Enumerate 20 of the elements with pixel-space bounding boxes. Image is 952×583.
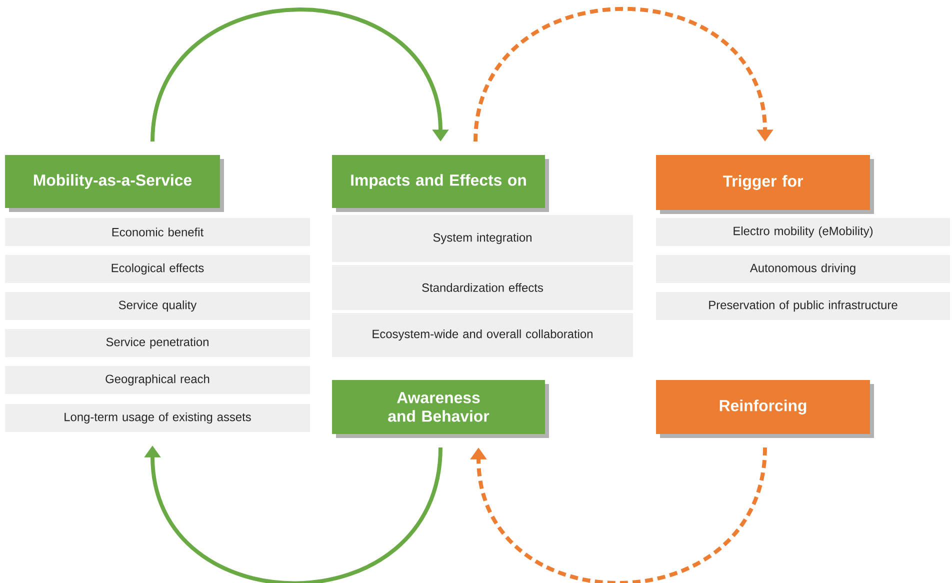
header-box: Reinforcing [656,380,874,438]
item-box: Electro mobility (eMobility) [656,218,950,246]
item-box: Ecosystem-wide and overall collaboration [332,313,633,357]
curved-arrow [474,7,774,142]
item-box: Standardization effects [332,265,633,310]
item-box: Long-term usage of existing assets [5,404,310,432]
item-box: System integration [332,215,633,262]
item-box: Economic benefit [5,218,310,246]
curved-arrow [150,8,449,142]
item-box: Service penetration [5,329,310,357]
item-box: Service quality [5,292,310,320]
header-box: Awareness and Behavior [332,380,549,438]
item-box: Geographical reach [5,366,310,394]
item-box: Ecological effects [5,255,310,283]
curved-arrow [470,447,767,583]
header-box: Trigger for [656,155,874,214]
header-box: Mobility-as-a-Service [5,155,224,212]
item-box: Preservation of public infrastructure [656,292,950,320]
header-box: Impacts and Effects on [332,155,549,212]
item-box: Autonomous driving [656,255,950,283]
